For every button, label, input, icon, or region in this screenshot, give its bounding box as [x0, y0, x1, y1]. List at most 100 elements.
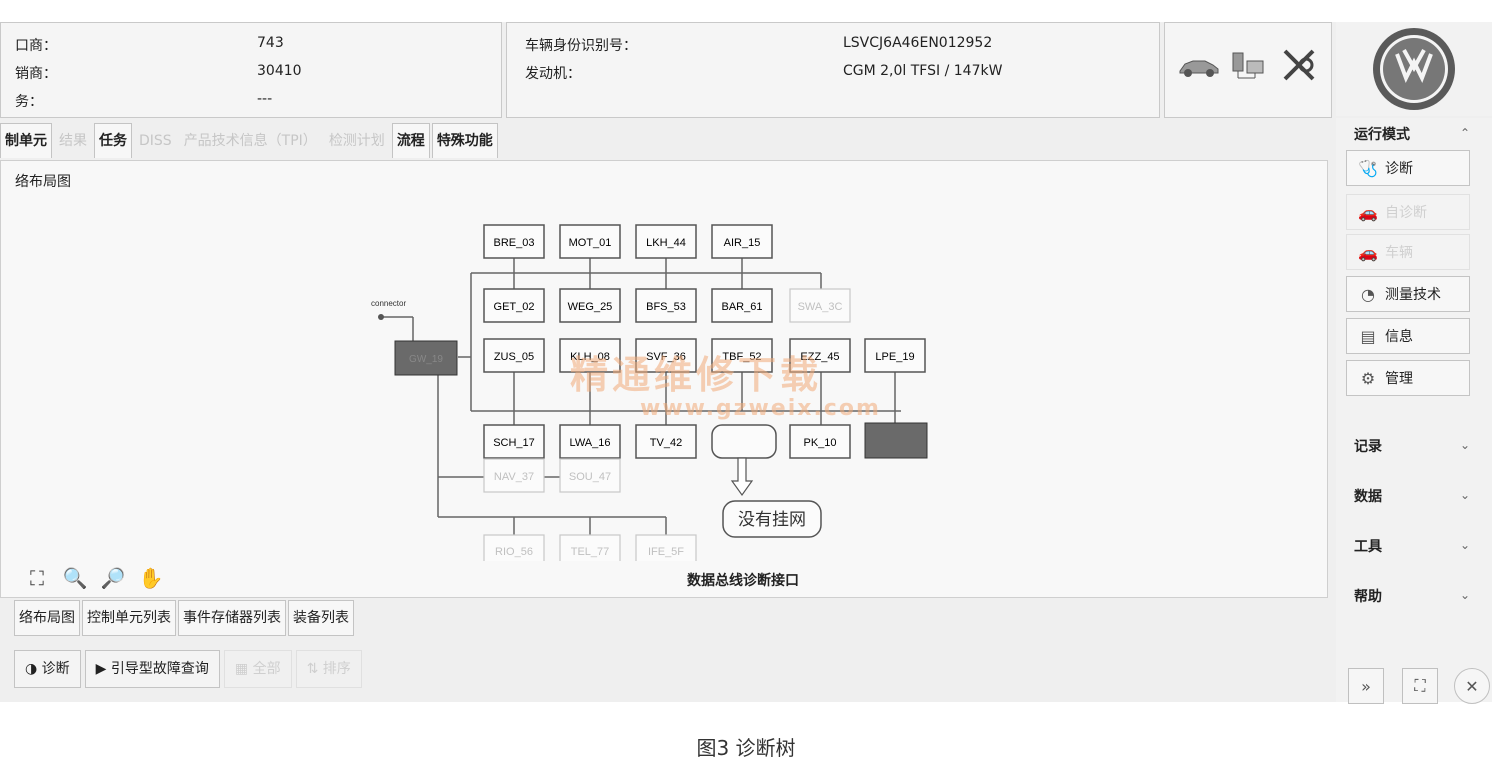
- ecu-node-unresponsive[interactable]: [711, 424, 777, 459]
- importer-value: 743: [257, 35, 284, 51]
- svg-text:EZZ_45: EZZ_45: [800, 351, 839, 363]
- importer-label: 口商：: [15, 38, 57, 54]
- ecu-node[interactable]: MOT_01: [559, 224, 621, 259]
- zoom-in-icon[interactable]: 🔍: [62, 566, 88, 590]
- expand-icon[interactable]: ⌄: [1459, 588, 1470, 602]
- sidebar-vehicle-button: 🚗车辆: [1346, 234, 1470, 270]
- pan-hand-icon[interactable]: ✋: [138, 566, 164, 590]
- gateway-label: GW_19: [409, 354, 443, 365]
- ecu-node[interactable]: LPE_19: [864, 338, 926, 373]
- watermark-url: www.gzweix.com: [640, 396, 881, 421]
- main-tabs: 制单元 结果 任务 DISS 产品技术信息（TPI） 检测计划 流程 特殊功能: [0, 118, 1330, 158]
- tab-network-layout[interactable]: 络布局图: [14, 600, 80, 636]
- ecu-node[interactable]: BRE_03: [483, 224, 545, 259]
- ecu-node[interactable]: ZUS_05: [483, 338, 545, 373]
- ecu-node-label: IFE_5F: [648, 546, 684, 558]
- guided-fault-finding-button[interactable]: ▶ 引导型故障查询: [84, 650, 220, 688]
- vw-logo: [1373, 28, 1455, 110]
- svg-text:WEG_25: WEG_25: [568, 301, 613, 313]
- tab-control-unit-list[interactable]: 控制单元列表: [82, 600, 176, 636]
- callout-text: 没有挂网: [738, 510, 806, 530]
- gear-icon: ⚙: [1360, 368, 1376, 388]
- sidebar-section-tools[interactable]: 工具: [1354, 539, 1382, 555]
- fit-view-icon[interactable]: ⛶: [30, 566, 44, 590]
- ecu-node-label: NAV_37: [494, 471, 534, 483]
- diagnose-button[interactable]: ◑ 诊断: [14, 650, 81, 688]
- tab-special-functions[interactable]: 特殊功能: [431, 123, 498, 158]
- ecu-node-dark[interactable]: [864, 422, 928, 459]
- sidebar-admin-button[interactable]: ⚙管理: [1346, 360, 1470, 396]
- dealer-info-panel: 口商： 743 销商： 30410 务： ---: [0, 22, 502, 118]
- svg-text:LWA_16: LWA_16: [570, 437, 611, 449]
- svg-text:LKH_44: LKH_44: [646, 237, 686, 249]
- status-icons-panel: [1164, 22, 1332, 118]
- ecu-node[interactable]: SCH_17: [483, 424, 545, 459]
- ecu-node-faded[interactable]: SWA_3C: [789, 288, 851, 323]
- ecu-node-faded[interactable]: [483, 458, 545, 493]
- sort-icon: ⇅: [306, 661, 323, 677]
- sidebar-section-records[interactable]: 记录: [1354, 439, 1382, 455]
- tab-event-memory-list[interactable]: 事件存储器列表: [178, 600, 286, 636]
- ecu-node[interactable]: SVF_36: [635, 338, 697, 373]
- ecu-node[interactable]: GET_02: [483, 288, 545, 323]
- sidebar-measurement-button[interactable]: ◔测量技术: [1346, 276, 1470, 312]
- ecu-node-faded[interactable]: [559, 534, 621, 561]
- fullscreen-icon[interactable]: ⛶: [1402, 668, 1438, 704]
- panel-title: 络布局图: [15, 174, 71, 190]
- operating-mode-title: 运行模式: [1354, 127, 1410, 143]
- ecu-node[interactable]: TBF_52: [711, 338, 773, 373]
- sidebar-section-help[interactable]: 帮助: [1354, 589, 1382, 605]
- ecu-node[interactable]: LKH_44: [635, 224, 697, 259]
- svg-text:TV_42: TV_42: [650, 437, 682, 449]
- ecu-node[interactable]: WEG_25: [559, 288, 621, 323]
- network-layout-panel: 络布局图: [0, 160, 1328, 598]
- tab-tasks[interactable]: 任务: [94, 123, 132, 158]
- expand-icon[interactable]: ⌄: [1459, 438, 1470, 452]
- ecu-node-label: TEL_77: [571, 546, 610, 558]
- svg-text:AIR_15: AIR_15: [724, 237, 761, 249]
- sidebar: 运行模式 ⌃ 🩺诊断 🚗自诊断 🚗车辆 ◔测量技术 ▤信息 ⚙管理 记录 ⌄ 数…: [1336, 118, 1492, 704]
- ecu-node-label: RIO_56: [495, 546, 533, 558]
- car-icon: 🚗: [1358, 242, 1378, 262]
- tab-diss: DISS: [139, 133, 172, 149]
- sidebar-diagnose-button[interactable]: 🩺诊断: [1346, 150, 1470, 186]
- tab-process[interactable]: 流程: [391, 123, 430, 158]
- collapse-icon[interactable]: ⌃: [1459, 126, 1470, 140]
- ecu-node[interactable]: AIR_15: [711, 224, 773, 259]
- dealer-label: 销商：: [15, 66, 57, 82]
- figure-caption: 图3 诊断树: [696, 736, 796, 760]
- ecu-node[interactable]: EZZ_45: [789, 338, 851, 373]
- task-label: 务：: [15, 94, 43, 110]
- close-icon[interactable]: ✕: [1454, 668, 1490, 704]
- sort-button: ⇅ 排序: [295, 650, 362, 688]
- svg-text:BRE_03: BRE_03: [494, 237, 535, 249]
- task-value: ---: [257, 91, 273, 107]
- svg-text:LPE_19: LPE_19: [875, 351, 914, 363]
- zoom-out-icon[interactable]: 🔎: [100, 566, 126, 590]
- svg-text:BAR_61: BAR_61: [722, 301, 763, 313]
- expand-icon[interactable]: ⌄: [1459, 538, 1470, 552]
- gateway-node[interactable]: [394, 340, 458, 376]
- ecu-node-faded[interactable]: [483, 534, 545, 561]
- ecu-node[interactable]: BFS_53: [635, 288, 697, 323]
- ecu-node-faded[interactable]: [635, 534, 697, 561]
- ecu-node[interactable]: PK_10: [789, 424, 851, 459]
- vin-value: LSVCJ6A46EN012952: [843, 35, 993, 51]
- expand-icon[interactable]: ⌄: [1459, 488, 1470, 502]
- forward-icon[interactable]: »: [1348, 668, 1384, 704]
- tab-equipment-list[interactable]: 装备列表: [288, 600, 354, 636]
- sidebar-info-button[interactable]: ▤信息: [1346, 318, 1470, 354]
- tab-control-units[interactable]: 制单元: [0, 123, 52, 158]
- ecu-node-faded[interactable]: [559, 458, 621, 493]
- vw-emblem-icon: [1395, 49, 1433, 83]
- svg-text:ZUS_05: ZUS_05: [494, 351, 534, 363]
- ecu-node-label: SOU_47: [569, 471, 611, 483]
- brand-logo-area: [1336, 22, 1492, 116]
- sidebar-section-data[interactable]: 数据: [1354, 489, 1382, 505]
- svg-text:MOT_01: MOT_01: [569, 237, 612, 249]
- dealer-value: 30410: [257, 63, 302, 79]
- ecu-node[interactable]: TV_42: [635, 424, 697, 459]
- ecu-node[interactable]: LWA_16: [559, 424, 621, 459]
- ecu-node[interactable]: BAR_61: [711, 288, 773, 323]
- ecu-node[interactable]: KLH_08: [559, 338, 621, 373]
